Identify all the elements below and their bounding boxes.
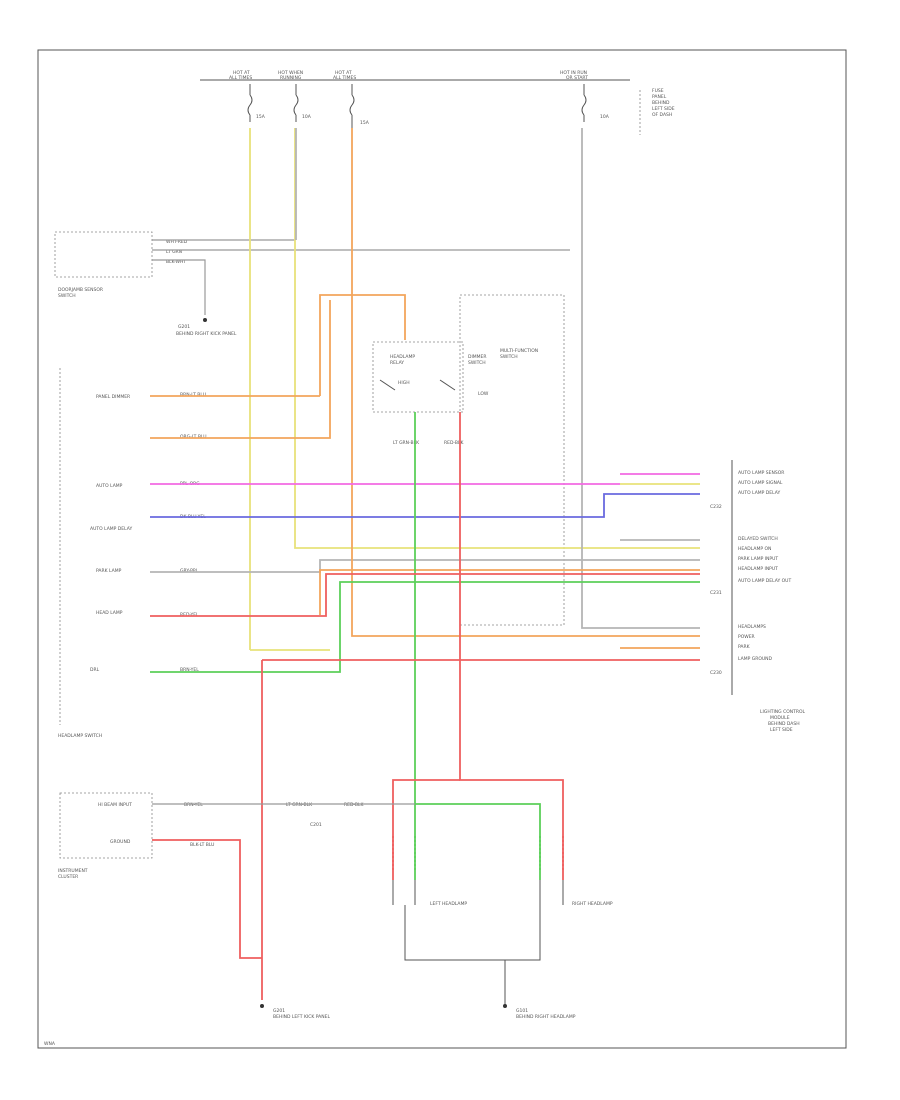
doorjamb-label-2: SWITCH: [58, 293, 76, 299]
multifunction-label-1: MULTI-FUNCTION: [500, 348, 538, 354]
wires: [150, 128, 620, 1000]
fuse-3-rating: 15A: [360, 120, 370, 126]
module-label-8: AUTO LAMP DELAY OUT: [738, 578, 791, 584]
module-name-4: LEFT SIDE: [770, 727, 793, 733]
wire-blue: [150, 493, 620, 518]
fuse-note-2: PANEL: [652, 94, 667, 100]
relay-low: LOW: [478, 391, 489, 397]
module-label-10: POWER: [738, 634, 755, 640]
fuse-2-top: HOT WHEN: [278, 70, 303, 76]
module-label-6: PARK LAMP INPUT: [738, 556, 778, 562]
instrument-cluster: INSTRUMENT CLUSTER HI BEAM INPUT GROUND …: [58, 792, 415, 880]
headlamp-switch-label: HEADLAMP SWITCH: [58, 733, 102, 739]
bottom-connector: C201: [310, 822, 322, 828]
wire-gry-ppl: GRY-PPL: [180, 568, 199, 574]
bottom-wire-1: BRN-YEL: [184, 802, 203, 808]
module-name-2: MODULE: [770, 715, 790, 721]
switch-auto-lamp: AUTO LAMP: [96, 483, 123, 489]
wire-brn-lt-blu: BRN-LT BLU: [180, 392, 206, 398]
fuse-3-sub: ALL TIMES: [333, 75, 356, 81]
fuse-4-sub: OR START: [566, 75, 588, 81]
doorjamb-switch: DOORJAMB SENSOR SWITCH WHT-RED LT GRN BL…: [54, 231, 570, 337]
ground-left-loc: BEHIND LEFT KICK PANEL: [273, 1014, 330, 1020]
wire-orange: [351, 128, 620, 637]
bottom-wire-3: RED-BLK: [344, 802, 364, 808]
fuse-panel: HOT AT ALL TIMES 15A HOT WHEN RUNNING 10…: [200, 70, 675, 135]
doorjamb-label-1: DOORJAMB SENSOR: [58, 287, 103, 293]
module-label-11: PARK: [738, 644, 751, 650]
headlamp-relay: HEADLAMP RELAY DIMMER SWITCH MULTI-FUNCT…: [372, 294, 565, 626]
cluster-item-hi-beam: HI BEAM INPUT: [98, 802, 132, 808]
fuse-1-rating: 15A: [256, 114, 266, 120]
cluster-item-ground: GROUND: [110, 839, 131, 845]
switch-head-lamp: HEAD LAMP: [96, 610, 123, 616]
headlamps: LEFT HEADLAMP RIGHT HEADLAMP: [392, 836, 613, 1008]
lighting-control-module: C232 C231 C230 AUTO LAMP SENSOR AUTO LAM…: [620, 460, 806, 733]
fuse-3-top: HOT AT: [335, 70, 352, 76]
bottom-wire-4: BLK-LT BLU: [190, 842, 214, 848]
fuse-1-sub: ALL TIMES: [229, 75, 252, 81]
diagram-code: WNA: [44, 1041, 56, 1047]
ground-top-loc: BEHIND RIGHT KICK PANEL: [176, 331, 237, 337]
wire-red-yel: RED-YEL: [180, 612, 199, 618]
wire-green: [414, 412, 541, 880]
relay-high: HIGH: [398, 380, 410, 386]
module-label-7: HEADLAMP INPUT: [738, 566, 778, 572]
fuse-4-top: HOT IN RUN: [560, 70, 587, 76]
module-name-1: LIGHTING CONTROL: [760, 709, 806, 715]
wire-red: [459, 412, 564, 880]
module-label-9: HEADLAMPS: [738, 624, 766, 630]
fuse-1-top: HOT AT: [233, 70, 250, 76]
bottom-wire-2: LT GRN-BLK: [286, 802, 313, 808]
fuse-2-sub: RUNNING: [280, 75, 302, 81]
fuse-note-4: LEFT SIDE: [652, 106, 675, 112]
diagram-border: [37, 49, 847, 1049]
relay-wire-green: LT GRN-BLK: [393, 440, 420, 446]
module-pin-c232: C232: [710, 504, 722, 510]
panel-dimmer-label: PANEL DIMMER: [96, 394, 130, 400]
relay-wire-red: RED-BLK: [444, 440, 464, 446]
wire-brn-yel: BRN-YEL: [180, 667, 199, 673]
module-pin-c231: C231: [710, 590, 722, 596]
cluster-label-1: INSTRUMENT: [58, 868, 88, 874]
relay-label-1: HEADLAMP: [390, 354, 415, 360]
fuse-2-rating: 10A: [302, 114, 312, 120]
fuse-note-5: OF DASH: [652, 112, 672, 118]
module-label-3: AUTO LAMP DELAY: [738, 490, 780, 496]
doorjamb-wire-3: BLK-WHT: [166, 259, 186, 265]
relay-label-2: RELAY: [390, 360, 404, 366]
ground-top-id: G201: [178, 324, 190, 330]
dimmer-label-2: SWITCH: [468, 360, 486, 366]
module-pin-c230: C230: [710, 670, 722, 676]
fuse-4-rating: 10A: [600, 114, 610, 120]
switch-drl: DRL: [90, 667, 100, 673]
module-label-5: HEADLAMP ON: [738, 546, 771, 552]
wire-org-lt-blu: ORG-LT BLU: [180, 434, 207, 440]
doorjamb-wire-1: WHT-RED: [166, 239, 188, 245]
switch-auto-lamp-delay: AUTO LAMP DELAY: [90, 526, 132, 532]
headlamp-switch: HEADLAMP SWITCH PANEL DIMMER AUTO LAMP A…: [58, 368, 207, 739]
dimmer-label-1: DIMMER: [468, 354, 487, 360]
left-headlamp-label: LEFT HEADLAMP: [430, 901, 467, 907]
module-name-3: BEHIND DASH: [768, 721, 800, 727]
module-label-1: AUTO LAMP SENSOR: [738, 470, 784, 476]
cluster-label-2: CLUSTER: [58, 874, 78, 880]
module-label-12: LAMP GROUND: [738, 656, 773, 662]
wire-yellow: [249, 128, 330, 651]
right-headlamp-label: RIGHT HEADLAMP: [572, 901, 613, 907]
module-label-4: DELAYED SWITCH: [738, 536, 778, 542]
ground-right-id: G101: [516, 1008, 528, 1014]
fuse-note-3: BEHIND: [652, 100, 670, 106]
switch-park-lamp: PARK LAMP: [96, 568, 122, 574]
bottom-grounds: G201 BEHIND LEFT KICK PANEL G101 BEHIND …: [44, 1004, 576, 1047]
fuse-note-1: FUSE: [652, 88, 664, 94]
doorjamb-wire-2: LT GRN: [166, 249, 182, 255]
ground-left-id: G201: [273, 1008, 285, 1014]
multifunction-label-2: SWITCH: [500, 354, 518, 360]
ground-right-loc: BEHIND RIGHT HEADLAMP: [516, 1014, 576, 1020]
module-label-2: AUTO LAMP SIGNAL: [738, 480, 783, 486]
